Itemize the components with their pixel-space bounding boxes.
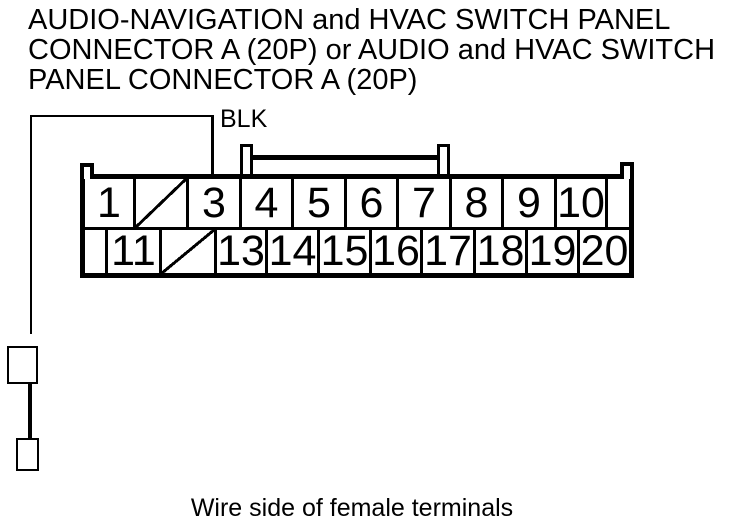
pin-cell-3: 3 (189, 179, 242, 227)
pin-cell-13: 13 (217, 230, 268, 273)
pin-cell-6: 6 (347, 179, 399, 227)
pin-cell-16: 16 (372, 230, 423, 273)
pin-cell-18: 18 (476, 230, 528, 273)
wire-end-box-small (16, 438, 39, 471)
lock-ridge-tab-left-icon (240, 144, 253, 174)
pin-cell-1: 1 (85, 179, 136, 227)
caption: Wire side of female terminals (190, 494, 514, 522)
title-line-2: CONNECTOR A (20P) or AUDIO and HVAC SWIT… (28, 34, 716, 66)
wire-segment-thick (28, 384, 32, 439)
pin-cell-8: 8 (452, 179, 504, 227)
wire-segment-horizontal (30, 115, 214, 117)
blank-cell (608, 179, 629, 227)
shell-notch-right-icon (620, 162, 634, 179)
pin-cell-20: 20 (580, 227, 629, 275)
shell-notch-left-icon (80, 163, 94, 179)
pin-cell-17: 17 (423, 230, 476, 273)
lock-ridge-bar (250, 155, 440, 160)
missing-pin-cell (162, 230, 217, 273)
wire-end-box-large (7, 346, 38, 384)
pin-cell-10: 10 (557, 179, 608, 227)
pin-cell-4: 4 (242, 179, 294, 227)
pin-cell-7: 7 (399, 179, 452, 227)
missing-pin-cell (136, 179, 189, 227)
title-line-3: PANEL CONNECTOR A (20P) (28, 64, 418, 96)
blank-cell (85, 230, 108, 273)
pin-cell-11: 11 (108, 230, 162, 273)
diagram-title: AUDIO-NAVIGATION and HVAC SWITCH PANEL C… (28, 5, 715, 95)
pin-cell-5: 5 (294, 179, 347, 227)
pin-cell-15: 15 (320, 230, 372, 273)
pin-cell-9: 9 (504, 179, 557, 227)
lock-ridge-tab-right-icon (437, 144, 450, 174)
wire-color-label: BLK (220, 105, 268, 133)
wire-segment-to-pin3 (211, 115, 214, 174)
pin-cell-19: 19 (528, 230, 580, 273)
wire-segment-vertical-left (30, 115, 32, 334)
pin-cell-14: 14 (268, 230, 320, 273)
title-line-1: AUDIO-NAVIGATION and HVAC SWITCH PANEL (28, 4, 671, 36)
